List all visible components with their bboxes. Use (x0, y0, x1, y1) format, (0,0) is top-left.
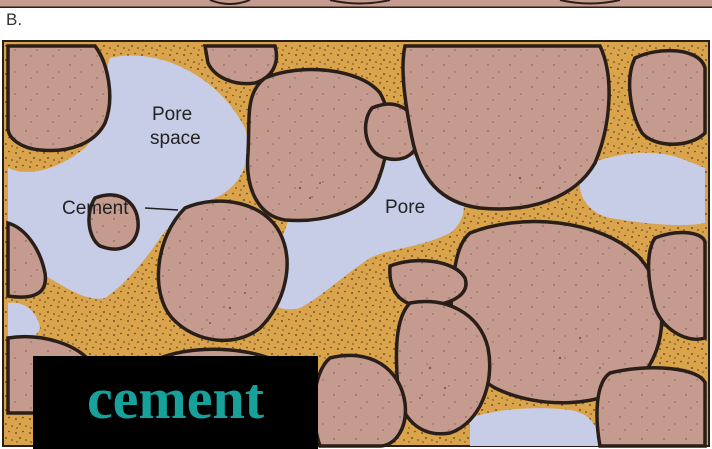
grain (403, 46, 609, 209)
previous-panel-strip (0, 0, 712, 8)
pore-space-label-line2: space (150, 128, 201, 149)
grain (630, 51, 705, 145)
pore-label: Pore (385, 197, 425, 218)
pore-space-label-line1: Pore (152, 104, 192, 125)
caption-text: cement (33, 370, 318, 428)
grain (597, 368, 705, 446)
grain (248, 70, 389, 221)
cement-label: Cement (62, 198, 129, 219)
grain (158, 201, 287, 340)
caption-box: cement (33, 356, 318, 449)
grain (390, 261, 466, 307)
grain (8, 46, 110, 151)
panel-label: B. (6, 10, 22, 30)
pore-bottom-right (470, 408, 598, 446)
grain (396, 301, 489, 433)
